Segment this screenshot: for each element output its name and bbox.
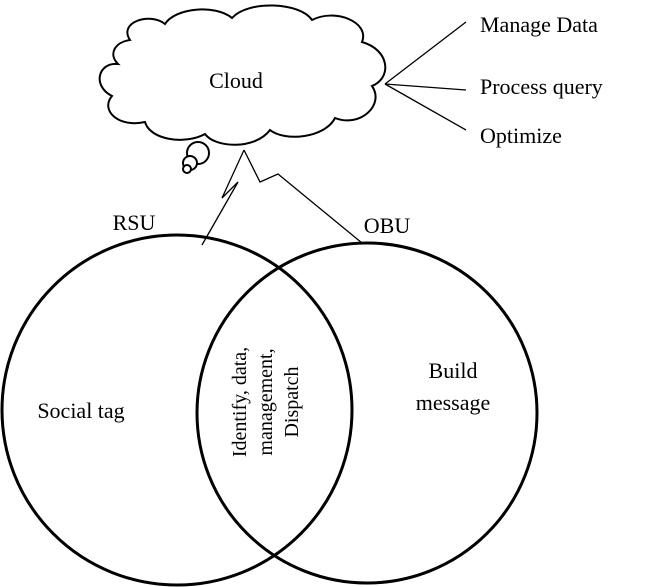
cloud-label: Cloud [209,68,263,93]
obu-circle [195,241,539,585]
shared-function-line1: Identify, data, [229,347,251,457]
thought-bubbles [182,141,210,174]
obu-wireless-link [243,149,363,244]
cloud-function-lines [384,21,467,131]
obu-label: OBU [364,213,411,238]
cloud-function-manage-data: Manage Data [480,12,598,37]
cloud-function-process-query: Process query [480,74,603,99]
obu-function-line2: message [416,390,491,415]
rsu-label: RSU [113,210,156,235]
wireless-links [201,149,363,246]
rsu-circle [0,233,354,587]
shared-function-line2: management, [255,348,277,455]
obu-function-line1: Build [429,358,478,383]
line-manage-data [384,21,467,85]
line-process-query [384,83,467,91]
line-optimize [384,83,467,131]
rsu-function-label: Social tag [37,398,124,423]
thought-bubble-small [182,164,192,174]
cloud-function-optimize: Optimize [480,123,562,148]
cloud-shape [98,4,387,146]
shared-functions-label: Identify, data, management, Dispatch [229,347,303,457]
shared-function-line3: Dispatch [281,366,303,437]
rsu-wireless-link [201,149,245,246]
